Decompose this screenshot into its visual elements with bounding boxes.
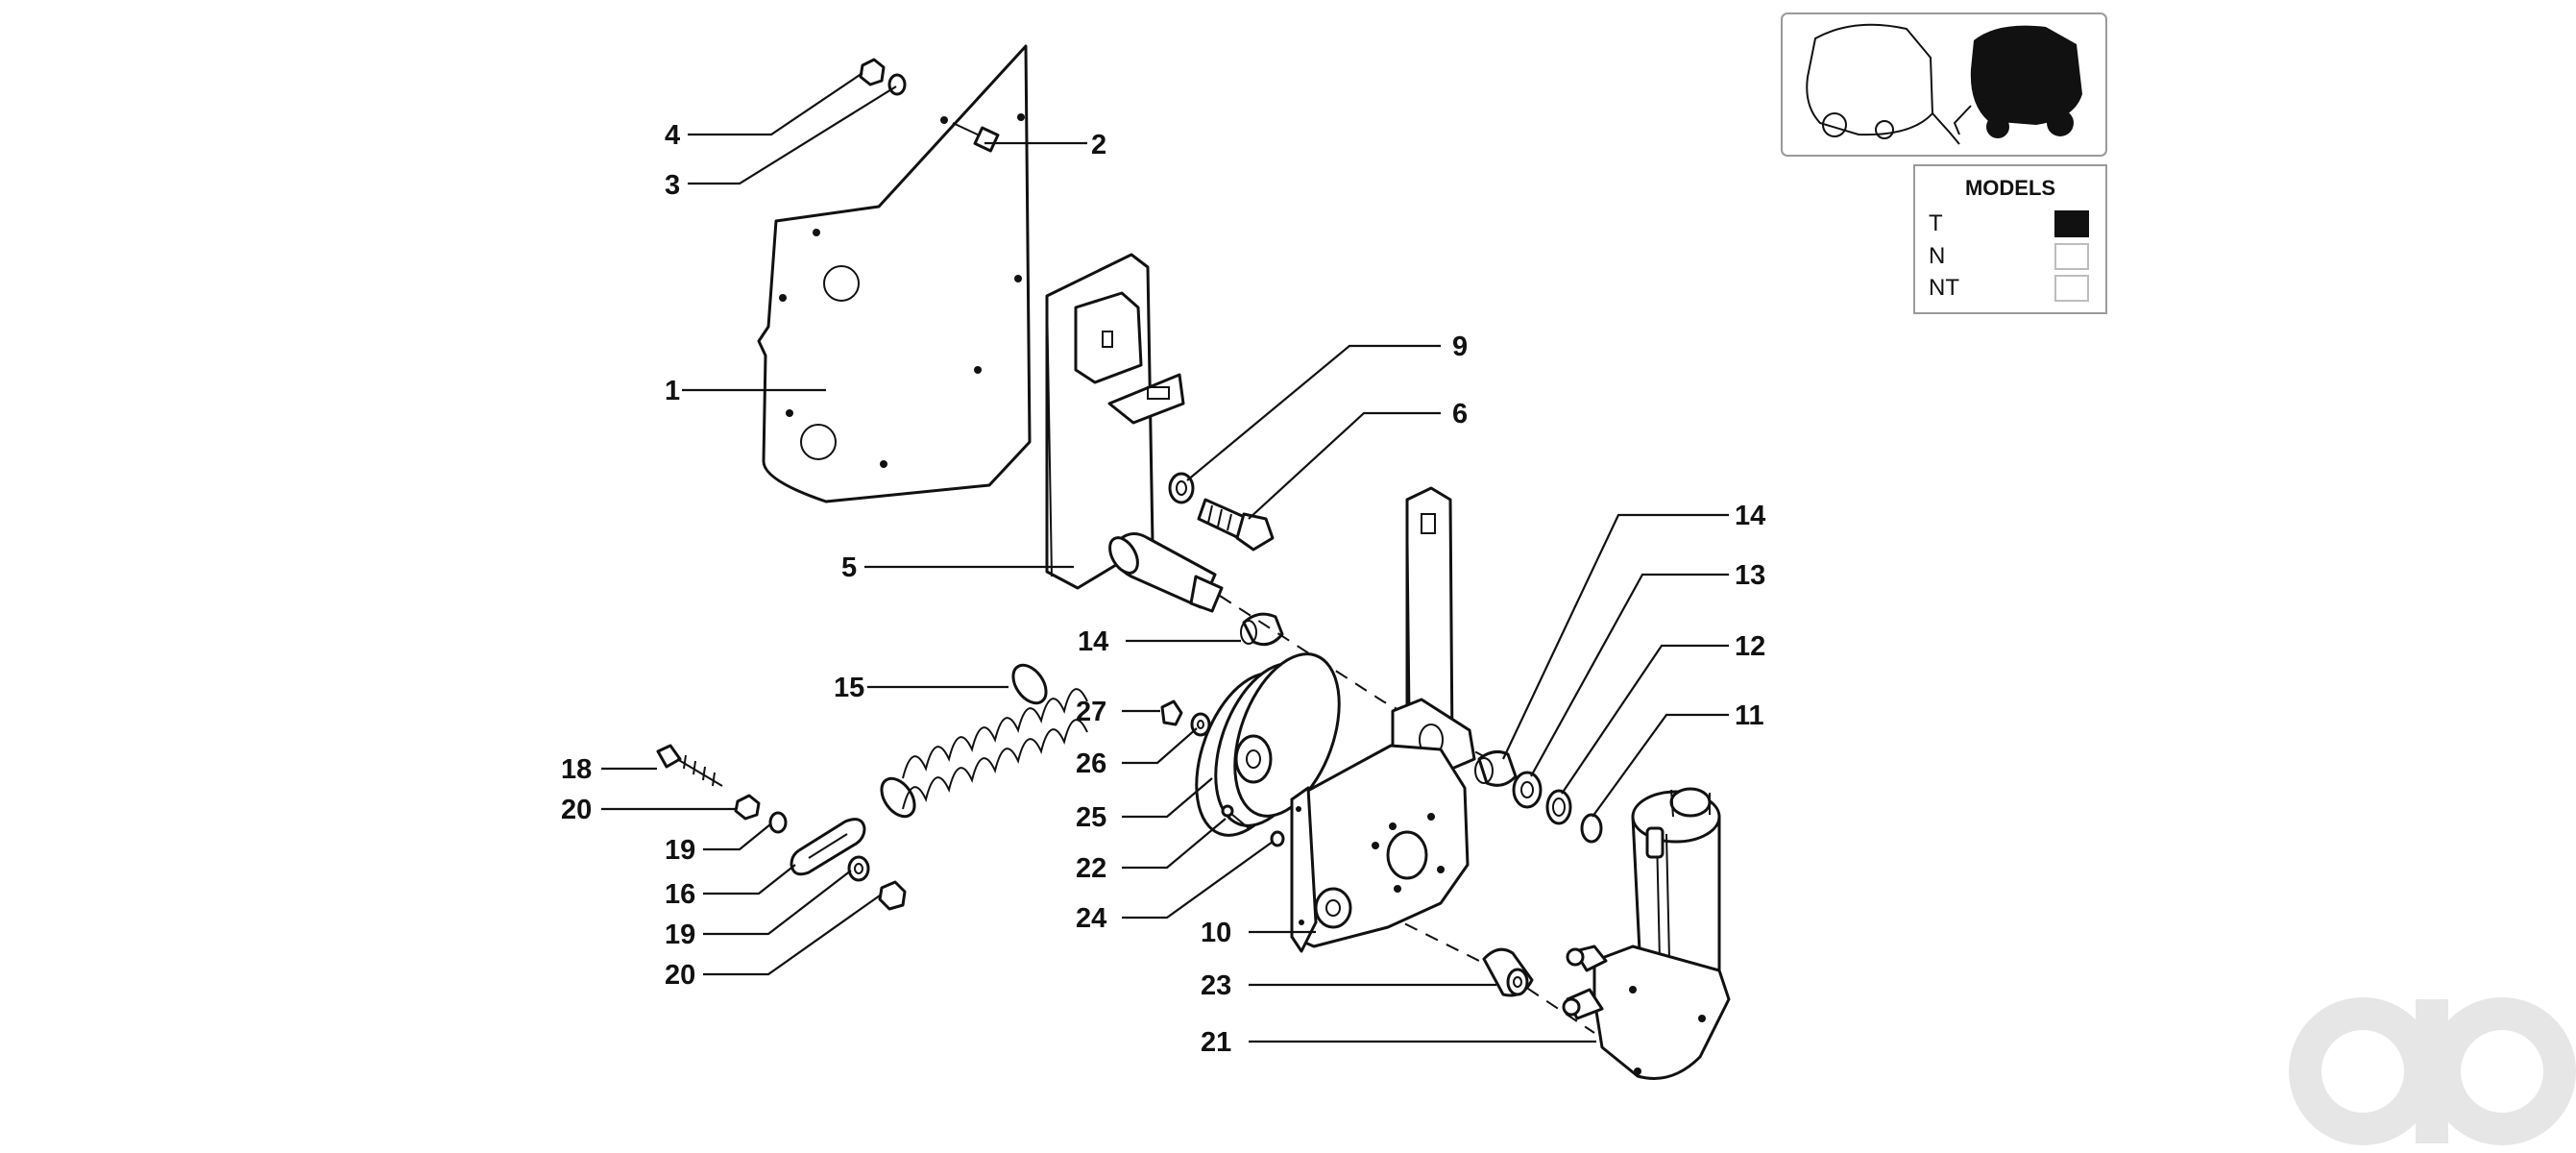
part-nut-4 [859, 58, 886, 86]
part-washer-9 [1168, 472, 1195, 504]
model-row-label: N [1929, 243, 1945, 269]
part-washer-13 [1512, 771, 1543, 809]
part-spacer-23 [1482, 947, 1534, 997]
part-cover-plate [757, 44, 1032, 503]
callout-20: 20 [561, 795, 592, 825]
callout-10: 10 [1201, 918, 1231, 948]
baler-outline-icon [1806, 23, 1960, 145]
part-bracket [1045, 253, 1185, 590]
callout-11: 11 [1735, 700, 1764, 731]
model-checkbox-nt [2054, 275, 2089, 302]
part-grub-screw-24 [1270, 830, 1285, 847]
part-bushing-14b [1474, 749, 1518, 787]
models-legend: MODELS T N NT [1913, 164, 2107, 314]
callout-12: 12 [1735, 631, 1765, 662]
part-pulley [1195, 652, 1341, 837]
assembly-axis-2 [1363, 902, 1595, 1034]
part-spring [880, 663, 1088, 819]
callout-25: 25 [1076, 802, 1106, 833]
callout-20: 20 [665, 960, 695, 991]
part-pin-22 [1221, 804, 1250, 829]
model-checkbox-n [2054, 243, 2089, 270]
part-circlip-11 [1580, 813, 1603, 844]
callout-4: 4 [665, 120, 680, 151]
callout-18: 18 [561, 754, 592, 785]
part-bolt-18 [656, 744, 723, 787]
callout-2: 2 [1091, 130, 1106, 160]
callout-21: 21 [1201, 1027, 1231, 1058]
leader-lines [601, 72, 1729, 1043]
part-bushing-14a [1240, 612, 1284, 647]
callout-19: 19 [665, 835, 695, 866]
part-cap-27 [1160, 699, 1183, 726]
part-bracket-shaft [1108, 532, 1224, 613]
callout-27: 27 [1076, 697, 1106, 727]
callout-6: 6 [1452, 399, 1468, 429]
callout-23: 23 [1201, 970, 1231, 1001]
part-bolt-6 [1197, 498, 1275, 552]
part-nut-20a [734, 794, 761, 821]
callout-14: 14 [1078, 626, 1108, 657]
part-bolt-2 [952, 122, 1000, 153]
callout-5: 5 [841, 552, 857, 583]
part-motor [1562, 787, 1731, 1080]
part-washer-3 [887, 73, 907, 96]
baler-solid-icon [1953, 25, 2082, 138]
callout-16: 16 [665, 879, 695, 910]
callout-9: 9 [1452, 331, 1468, 362]
callout-14: 14 [1735, 501, 1765, 531]
part-nut-20b [878, 880, 907, 911]
callout-24: 24 [1076, 903, 1106, 934]
part-arm-bracket [1290, 486, 1476, 953]
callout-26: 26 [1076, 748, 1106, 779]
callout-labels: 4 3 2 1 5 9 6 14 14 13 12 11 15 18 20 19… [561, 120, 1765, 1058]
callout-22: 22 [1076, 853, 1106, 884]
callout-13: 13 [1735, 560, 1765, 591]
models-title: MODELS [1965, 176, 2055, 200]
part-washer-19a [768, 811, 788, 834]
watermark-logo [2289, 997, 2576, 1145]
callout-3: 3 [665, 170, 680, 201]
part-washer-12 [1545, 789, 1572, 825]
assembly-axis-1 [1219, 595, 1490, 760]
part-washer-19b [847, 855, 870, 882]
model-thumbnail-panel [1781, 12, 2107, 157]
callout-19: 19 [665, 920, 695, 950]
callout-15: 15 [834, 673, 864, 703]
model-row-label: T [1929, 210, 1943, 236]
part-chain-link [790, 818, 866, 876]
callout-1: 1 [665, 376, 680, 406]
model-row-label: NT [1929, 275, 1959, 301]
model-checkbox-t [2054, 210, 2089, 237]
